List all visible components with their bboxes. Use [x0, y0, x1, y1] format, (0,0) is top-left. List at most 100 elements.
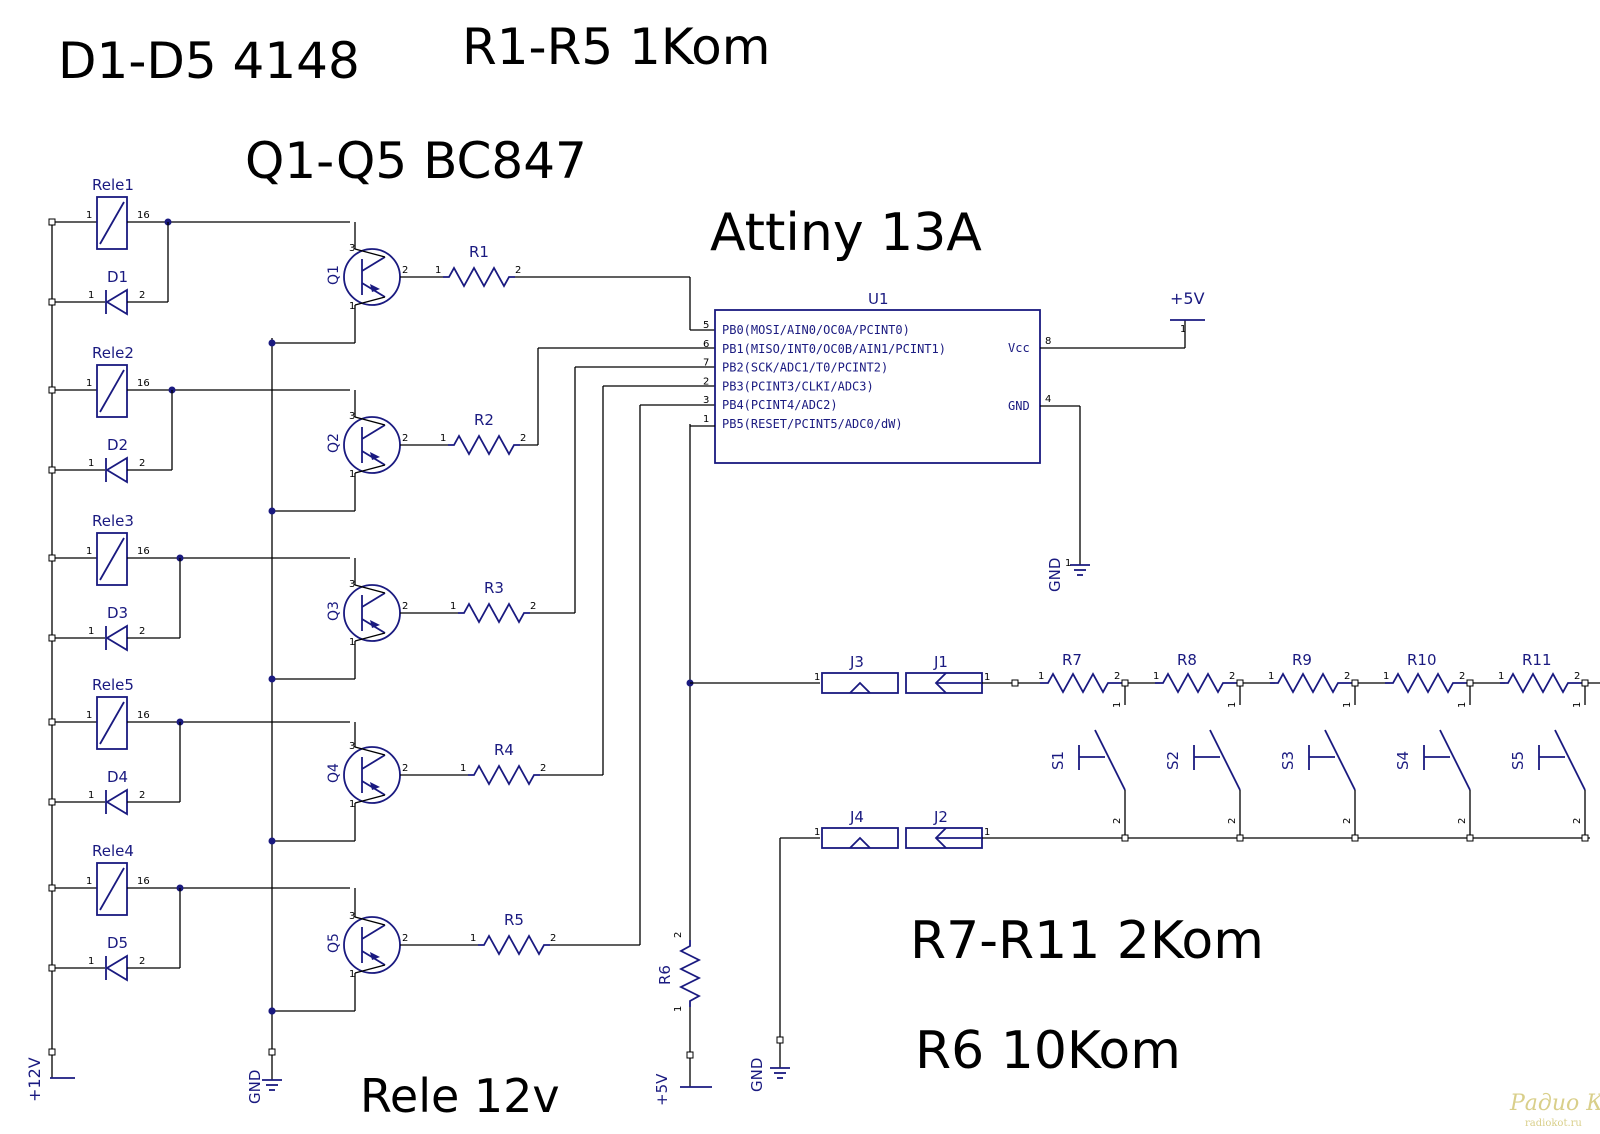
relay-label: Rele1 [92, 176, 134, 194]
svg-text:2: 2 [139, 290, 145, 301]
relay-coil [96, 696, 128, 750]
mcu-gnd-pin-num: 4 [1045, 394, 1051, 405]
svg-text:2: 2 [550, 933, 556, 944]
resistor-label: R2 [474, 411, 494, 429]
svg-text:1: 1 [86, 378, 92, 389]
svg-text:2: 2 [1344, 671, 1350, 682]
svg-text:1: 1 [470, 933, 476, 944]
transistor-label: Q3 [326, 601, 342, 621]
resistor-label: R10 [1407, 651, 1437, 669]
jack-label: J4 [849, 808, 864, 826]
svg-text:1: 1 [88, 956, 94, 967]
svg-text:1: 1 [86, 210, 92, 221]
watermark-logo: Радио КОТ radiokot.ru [1509, 1091, 1600, 1129]
switch-label: S4 [1394, 751, 1412, 770]
svg-text:1: 1 [1268, 671, 1274, 682]
plus12v-label: +12V [25, 1057, 44, 1102]
svg-text:1: 1 [88, 626, 94, 637]
jack-label: J1 [933, 653, 948, 671]
svg-text:1: 1 [440, 433, 446, 444]
svg-text:1: 1 [86, 546, 92, 557]
svg-text:2: 2 [1457, 818, 1468, 824]
switch-label: S3 [1279, 751, 1297, 770]
mcu-pin-num: 1 [703, 414, 709, 425]
diode-label: D1 [107, 268, 128, 286]
transistor-symbol [343, 916, 401, 974]
transistor-symbol [343, 248, 401, 306]
resistor-symbol [468, 764, 540, 786]
mcu-body [714, 309, 1041, 464]
mcu-pin-name: PB5(RESET/PCINT5/ADC0/dW) [722, 417, 903, 431]
watermark-line1: Радио КОТ [1509, 1091, 1600, 1116]
svg-text:1: 1 [1180, 324, 1186, 335]
svg-text:1: 1 [1342, 702, 1353, 708]
svg-text:2: 2 [402, 433, 408, 444]
svg-text:3: 3 [349, 411, 355, 422]
svg-text:2: 2 [1227, 818, 1238, 824]
diode-symbol [105, 954, 128, 982]
svg-text:2: 2 [139, 626, 145, 637]
svg-text:1: 1 [1038, 671, 1044, 682]
resistor-symbol [1155, 672, 1237, 694]
svg-text:2: 2 [139, 956, 145, 967]
mcu-pin-num: 5 [703, 320, 709, 331]
relay-label: Rele2 [92, 344, 134, 362]
relay-label: Rele4 [92, 842, 134, 860]
resistor-label: R3 [484, 579, 504, 597]
diode-symbol [105, 788, 128, 816]
plus5v-symbol-r6: +5V [653, 1073, 712, 1106]
svg-text:3: 3 [349, 243, 355, 254]
resistor-r6: 2 1 R6 [656, 932, 702, 1087]
transistor-symbol [343, 746, 401, 804]
diode-label: D5 [107, 934, 128, 952]
svg-text:2: 2 [402, 601, 408, 612]
gnd-left-label: GND [246, 1070, 264, 1104]
resistor-symbol [1040, 672, 1122, 694]
mcu-ref: U1 [868, 290, 889, 308]
svg-text:3: 3 [349, 579, 355, 590]
svg-text:2: 2 [1574, 671, 1580, 682]
resistor-label: R9 [1292, 651, 1312, 669]
resistor-symbol [1500, 672, 1582, 694]
jack: J41 [814, 808, 899, 849]
svg-text:2: 2 [402, 265, 408, 276]
svg-text:1: 1 [349, 969, 355, 980]
diode-label: D3 [107, 604, 128, 622]
jack: J11 [905, 653, 990, 694]
jack: J21 [905, 808, 990, 849]
jack-label: J3 [849, 653, 864, 671]
relay-coil [96, 862, 128, 916]
svg-text:1: 1 [1112, 702, 1123, 708]
svg-text:1: 1 [984, 827, 990, 838]
mcu-pin-num: 3 [703, 395, 709, 406]
gnd-symbol-mcu: 1 GND [1046, 558, 1090, 592]
svg-text:1: 1 [814, 672, 820, 683]
diode-symbol [105, 624, 128, 652]
svg-text:2: 2 [402, 763, 408, 774]
svg-text:1: 1 [86, 710, 92, 721]
svg-text:3: 3 [349, 911, 355, 922]
svg-text:2: 2 [673, 932, 684, 938]
mcu-vcc-pin-name: Vcc [1008, 341, 1030, 355]
resistor-label: R4 [494, 741, 514, 759]
plus5v-symbol-vcc: 1 +5V [1170, 289, 1205, 335]
mcu-gnd-pin-name: GND [1008, 399, 1030, 413]
svg-text:1: 1 [1498, 671, 1504, 682]
svg-text:16: 16 [137, 210, 150, 221]
relay-coil [96, 364, 128, 418]
transistor-label: Q4 [326, 763, 342, 783]
note-diodes: D1-D5 4148 [58, 32, 360, 90]
